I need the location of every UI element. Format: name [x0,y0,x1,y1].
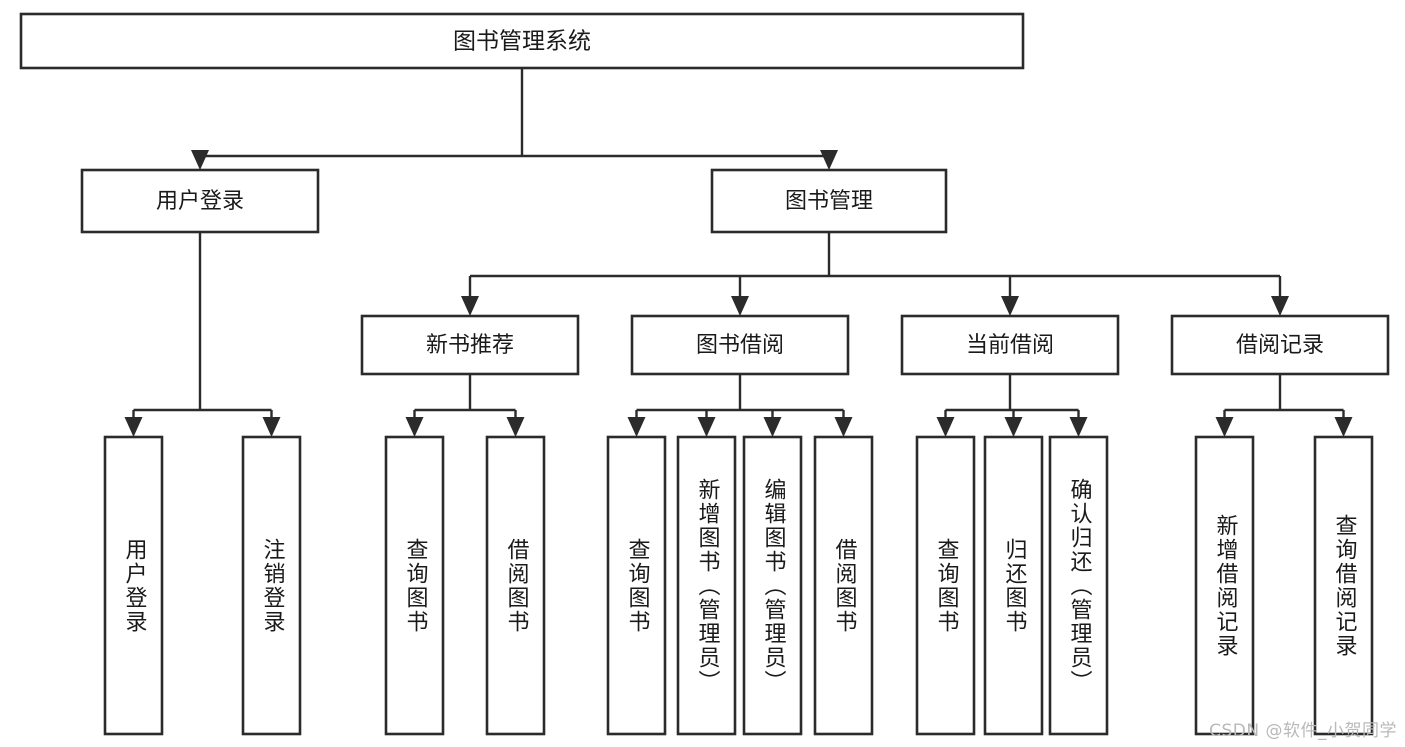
arrow-head-root-user-login [191,150,209,170]
arrow-head-new-book-recommend-leaf-borrow-book-1 [506,417,525,437]
nodes-layer [19,12,1390,736]
node-box-book-borrow[interactable] [630,314,850,376]
node-box-leaf-confirm-return[interactable] [1048,435,1109,736]
node-box-leaf-query-book-3[interactable] [915,435,976,736]
arrow-head-current-borrow-leaf-query-book-3 [936,417,955,437]
node-box-leaf-borrow-book-2[interactable] [813,435,874,736]
arrow-head-book-borrow-leaf-borrow-book-2 [834,417,853,437]
node-label-root: 图书管理系统 [453,29,591,55]
arrow-head-borrow-record-leaf-query-record [1334,417,1353,437]
node-box-leaf-user-logout[interactable] [241,435,302,736]
node-box-leaf-edit-book[interactable] [742,435,803,736]
node-box-leaf-add-book[interactable] [676,435,737,736]
node-label-borrow-record: 借阅记录 [1236,333,1324,358]
node-label-current-borrow: 当前借阅 [966,333,1054,358]
node-label-book-borrow: 图书借阅 [696,333,784,358]
node-box-leaf-query-record[interactable] [1313,435,1374,736]
edges-layer [124,68,1353,437]
node-box-leaf-add-record[interactable] [1194,435,1255,736]
node-box-user-login[interactable] [80,168,320,234]
arrow-head-user-login-leaf-user-login [124,417,143,437]
node-label-user-login: 用户登录 [156,189,244,214]
arrow-head-current-borrow-leaf-confirm-return [1069,417,1088,437]
node-label-book-manage: 图书管理 [785,189,873,214]
node-box-new-book-recommend[interactable] [360,314,580,376]
arrow-head-book-manage-book-borrow [731,296,749,316]
arrow-head-book-borrow-leaf-edit-book [763,417,782,437]
arrow-head-borrow-record-leaf-add-record [1215,417,1234,437]
node-label-new-book-recommend: 新书推荐 [426,333,514,358]
node-box-leaf-query-book-2[interactable] [606,435,667,736]
arrow-head-new-book-recommend-leaf-query-book-1 [405,417,424,437]
node-box-root[interactable] [19,12,1025,70]
watermark: CSDN @软件_小贺同学 [1209,721,1397,741]
arrow-head-book-borrow-leaf-query-book-2 [627,417,646,437]
node-box-leaf-user-login[interactable] [103,435,164,736]
arrow-head-user-login-leaf-user-logout [262,417,281,437]
node-box-leaf-return-book[interactable] [983,435,1044,736]
node-box-leaf-query-book-1[interactable] [384,435,445,736]
arrow-head-book-manage-borrow-record [1271,296,1289,316]
node-box-book-manage[interactable] [710,168,948,234]
arrow-head-current-borrow-leaf-return-book [1004,417,1023,437]
node-box-current-borrow[interactable] [900,314,1120,376]
arrow-head-root-book-manage [820,150,838,170]
arrow-head-book-borrow-leaf-add-book [697,417,716,437]
node-box-leaf-borrow-book-1[interactable] [485,435,546,736]
node-box-borrow-record[interactable] [1170,314,1390,376]
arrow-head-book-manage-current-borrow [1001,296,1019,316]
arrow-head-book-manage-new-book-recommend [461,296,479,316]
